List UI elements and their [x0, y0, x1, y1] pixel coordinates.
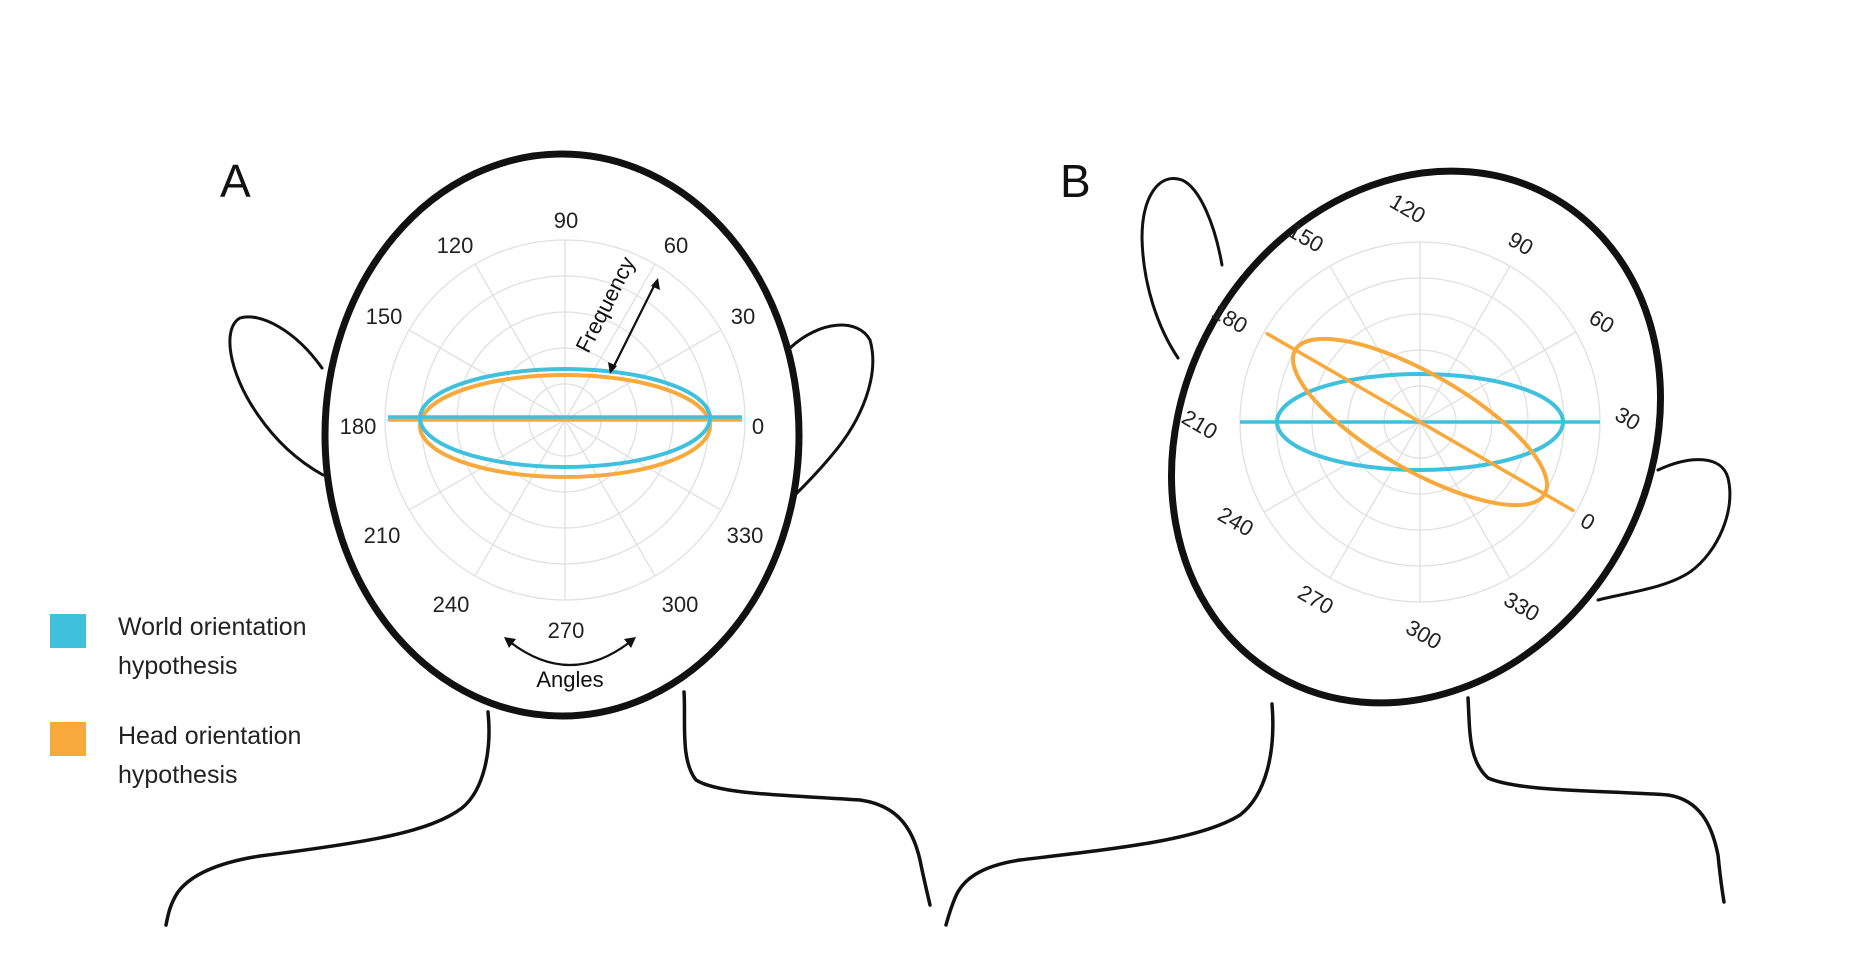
tick-label: 120	[437, 233, 474, 258]
panel-b-neck-right	[1466, 696, 1726, 904]
panel-a: A 90 60 30	[164, 150, 932, 927]
tick-label: 240	[1214, 501, 1258, 541]
legend-swatch-world	[50, 614, 86, 648]
tick-label: 60	[1585, 305, 1619, 339]
legend-label-head-line1: Head orientation	[118, 722, 301, 750]
panel-b-right-ear	[1596, 458, 1732, 602]
panel-b: B 120 90 60	[944, 155, 1732, 927]
tick-label: 240	[433, 592, 470, 617]
panel-a-left-ear	[228, 315, 325, 477]
panel-a-angle-labels: 90 60 30 0 330 300 270 240 210 180 150 1…	[340, 208, 764, 643]
grid-spoke	[408, 419, 566, 511]
panel-b-head-orientation-trace	[1265, 331, 1575, 513]
tick-label: 30	[1611, 402, 1645, 436]
grid-spoke	[564, 419, 722, 511]
panel-a-angles-annotation: Angles	[504, 637, 636, 692]
tick-label: 210	[364, 523, 401, 548]
legend-swatch-head	[50, 722, 86, 756]
legend-label-world-line2: hypothesis	[118, 652, 238, 680]
grid-spoke	[1329, 421, 1421, 579]
legend: World orientation hypothesis Head orient…	[50, 613, 307, 789]
tick-label: 180	[1208, 298, 1252, 338]
panel-b-letter: B	[1060, 155, 1091, 207]
grid-spoke	[564, 263, 656, 421]
tick-label: 270	[548, 618, 585, 643]
legend-item-world: World orientation hypothesis	[50, 613, 307, 680]
tick-label: 60	[664, 233, 688, 258]
tick-label: 270	[1294, 579, 1338, 619]
tick-label: 30	[731, 304, 755, 329]
grid-spoke	[564, 419, 656, 577]
tick-label: 90	[1504, 227, 1538, 261]
panel-a-neck-left	[164, 710, 491, 927]
grid-spoke	[1263, 421, 1421, 513]
tick-label: 150	[1284, 217, 1328, 257]
frequency-label: Frequency	[571, 253, 640, 357]
panel-b-neck-left	[944, 702, 1275, 927]
angles-label: Angles	[536, 667, 603, 692]
tick-label: 150	[366, 304, 403, 329]
panel-a-world-orientation-trace	[388, 367, 742, 469]
tick-label: 330	[727, 523, 764, 548]
grid-spoke	[474, 419, 566, 577]
grid-spoke	[1419, 421, 1511, 579]
tick-label: 0	[752, 414, 764, 439]
legend-item-head: Head orientation hypothesis	[50, 722, 301, 789]
legend-label-world-line1: World orientation	[118, 613, 307, 641]
legend-label-head-line2: hypothesis	[118, 761, 238, 789]
panel-b-left-ear	[1140, 177, 1224, 360]
tick-label: 90	[554, 208, 578, 233]
panel-a-letter: A	[220, 155, 251, 207]
tick-label: 180	[340, 414, 377, 439]
panel-b-head-outline	[1168, 167, 1664, 707]
grid-spoke	[1419, 265, 1511, 423]
grid-spoke	[1329, 265, 1421, 423]
panel-a-neck-right	[682, 690, 932, 907]
tick-label: 210	[1178, 404, 1222, 444]
tick-label: 300	[662, 592, 699, 617]
tick-label: 330	[1500, 586, 1544, 626]
tick-label: 300	[1402, 614, 1446, 654]
tick-label: 120	[1386, 188, 1430, 228]
panel-a-head-outline	[321, 150, 803, 720]
grid-spoke	[1419, 331, 1577, 423]
panel-a-right-ear	[788, 323, 875, 496]
tick-label: 0	[1576, 508, 1599, 536]
grid-spoke	[474, 263, 566, 421]
